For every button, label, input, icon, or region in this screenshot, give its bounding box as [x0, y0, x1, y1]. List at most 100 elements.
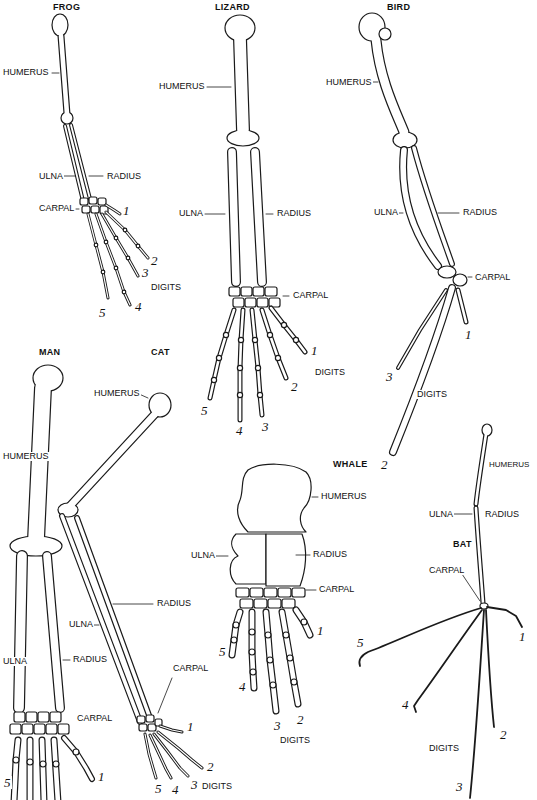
lizard-limb-bone	[271, 308, 305, 352]
lizard-limb-bone	[237, 392, 242, 397]
frog-limb-bone	[94, 243, 98, 247]
bat-limb-bone	[470, 610, 484, 798]
frog-limb-bone	[114, 266, 118, 270]
whale-limb-bone	[265, 632, 271, 638]
whale-limb-bone	[282, 599, 295, 608]
bird-limb-bone	[398, 290, 446, 368]
digit-number: 3	[273, 719, 282, 732]
frog-limb-bone	[80, 198, 88, 205]
bird-limb-bone	[453, 274, 467, 286]
man-limb-bone	[13, 757, 19, 763]
lizard-limb-bone	[210, 310, 234, 398]
digit-number: 1	[122, 204, 131, 217]
bone-label: HUMERUS	[2, 452, 50, 461]
frog-limb-bone	[136, 244, 140, 248]
whale-limb-bone	[236, 588, 249, 597]
frog-limb-bone	[82, 206, 90, 213]
digits-label: DIGITS	[201, 782, 233, 791]
cat-limb	[58, 393, 202, 778]
lizard-limb-bone	[265, 287, 277, 296]
cat-limb-bone	[70, 414, 155, 506]
bone-label: ULNA	[68, 620, 94, 629]
frog-limb-bone	[106, 212, 148, 258]
man-limb-bone	[54, 740, 58, 800]
digit-number: 3	[141, 266, 150, 279]
bone-label: RADIUS	[312, 550, 348, 559]
bone-label: HUMERUS	[2, 68, 50, 77]
leader-line	[283, 296, 289, 297]
bone-label: HUMERUS	[93, 389, 141, 398]
bat-limb-bone	[487, 607, 522, 627]
bat-limb	[359, 424, 522, 798]
bone-label: ULNA	[38, 172, 64, 181]
man-limb-bone	[14, 740, 18, 800]
bone-label: RADIUS	[72, 655, 108, 664]
digit-number: 5	[3, 776, 12, 789]
animal-name: WHALE	[332, 460, 369, 469]
lizard-limb-bone	[237, 365, 242, 370]
frog-limb-bone	[91, 206, 99, 213]
lizard-limb-bone	[238, 337, 243, 342]
whale-limb-bone	[254, 599, 267, 608]
leader-line	[158, 678, 172, 713]
whale-limb-bone	[292, 588, 305, 597]
bone-label: CARPAL	[38, 204, 75, 213]
man-limb-bone	[14, 740, 18, 800]
bone-label: CARPAL	[292, 291, 329, 300]
digit-number: 4	[235, 424, 244, 437]
man-limb-bone	[40, 761, 46, 767]
lizard-limb-bone	[252, 337, 257, 342]
leader-line	[296, 555, 310, 556]
lizard-limb-bone	[267, 332, 272, 337]
bat-limb-bone	[486, 610, 494, 727]
digit-number: 5	[200, 404, 209, 417]
cat-limb-bone	[77, 518, 150, 718]
lizard-limb-bone	[233, 298, 244, 307]
whale-limb-bone	[270, 682, 276, 688]
digit-number: 1	[518, 630, 527, 643]
digit-number: 3	[455, 780, 464, 793]
bat-limb-bone	[476, 434, 486, 504]
lizard-limb-bone	[245, 298, 256, 307]
cat-limb-bone	[160, 726, 182, 732]
whale-limb-bone	[282, 612, 298, 704]
man-limb-bone	[42, 740, 44, 800]
lizard-limb-bone	[257, 298, 268, 307]
cat-limb-bone	[77, 518, 150, 718]
man-limb-bone	[53, 761, 59, 767]
digit-number: 4	[238, 680, 247, 693]
man-limb-bone	[14, 712, 25, 722]
bird-limb-bone	[393, 288, 452, 452]
frog-limb-bone	[88, 214, 108, 298]
whale-limb-bone	[231, 637, 237, 643]
whale-limb-bone	[266, 612, 276, 711]
bird-limb-bone	[393, 288, 452, 452]
man-limb-bone	[47, 556, 60, 708]
lizard-limb-bone	[281, 322, 286, 327]
bird-limb-bone	[458, 290, 466, 322]
man-limb-bone	[58, 724, 69, 734]
cat-limb-bone	[146, 715, 154, 722]
man-limb	[10, 365, 92, 800]
lizard-limb-bone	[255, 365, 260, 370]
whale-limb-bone	[266, 612, 276, 711]
digit-number: 2	[206, 760, 215, 773]
leader-line	[94, 625, 99, 626]
digit-number: 2	[499, 728, 508, 741]
digit-number: 1	[97, 770, 106, 783]
man-limb-bone	[34, 724, 45, 734]
whale-limb-bone	[282, 612, 298, 704]
digits-label: DIGITS	[314, 368, 346, 377]
leader-line	[89, 176, 103, 177]
man-limb-bone	[27, 740, 34, 800]
cat-limb-bone	[145, 734, 156, 778]
whale-limb-bone	[249, 649, 255, 655]
lizard-limb-bone	[252, 310, 262, 415]
leader-line	[462, 574, 480, 601]
lizard-limb-bone	[271, 308, 305, 352]
man-limb-bone	[64, 738, 92, 779]
frog-limb-bone	[71, 125, 90, 199]
whale-limb-bone	[301, 619, 307, 625]
bat-limb-bone	[414, 610, 482, 712]
